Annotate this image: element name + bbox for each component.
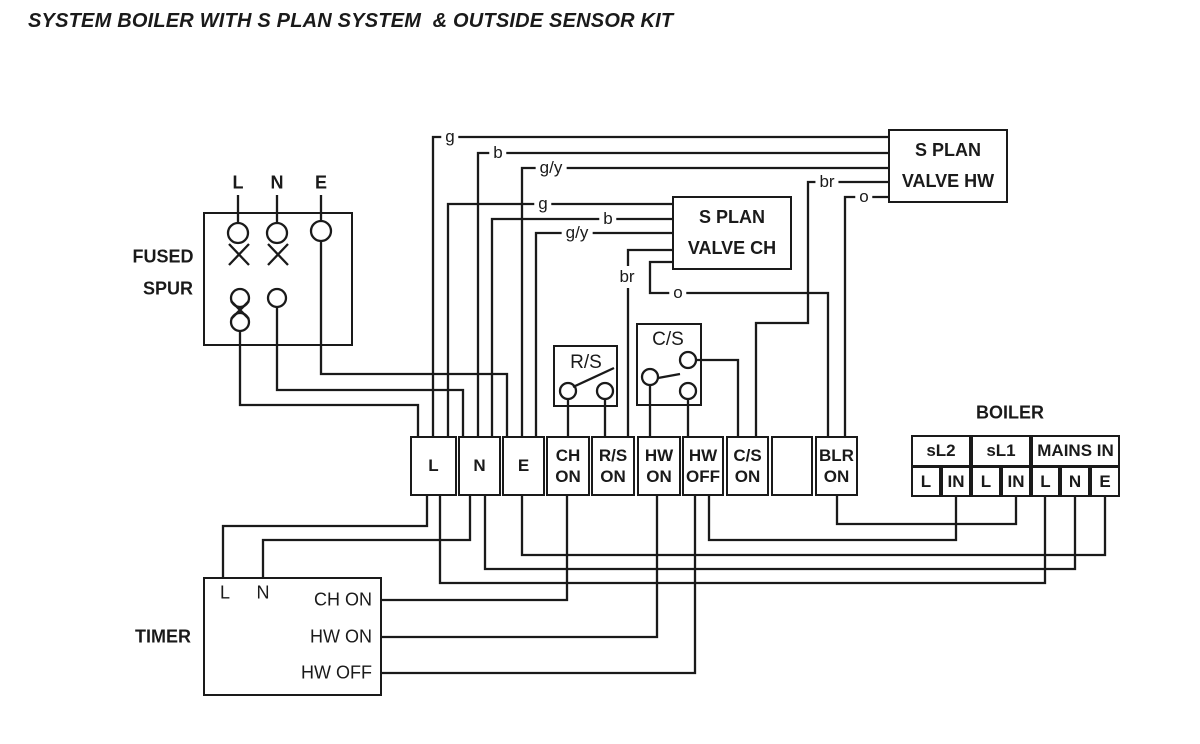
strip-cell-e: E <box>502 436 545 496</box>
wire-l-to-boiler <box>438 496 1047 585</box>
boiler-cell-mains-in: MAINS IN <box>1031 435 1120 467</box>
valve-ch-box: S PLAN VALVE CH <box>672 196 792 270</box>
wire-label-ch-b: b <box>599 208 617 230</box>
wire-label-hw-o: o <box>855 186 873 208</box>
wire-hw-on-to-timer <box>382 496 659 639</box>
wire-n-to-boiler <box>483 496 1077 571</box>
wire-label-hw-gy: g/y <box>535 157 567 179</box>
boiler-cell-sl2-in: IN <box>941 466 971 497</box>
wire-label-hw-g: g <box>441 126 459 148</box>
fused-spur-box <box>203 212 353 346</box>
page-title: SYSTEM BOILER WITH S PLAN SYSTEM & OUTSI… <box>28 10 674 32</box>
valve-ch-line1: S PLAN <box>698 207 765 228</box>
boiler-cell-sl2-l: L <box>911 466 941 497</box>
wire-label-hw-br: br <box>815 171 839 193</box>
wire-hw-orange <box>843 195 888 437</box>
timer-output-hw-on: HW ON <box>310 626 372 647</box>
wire-ch-on-to-timer <box>382 496 569 602</box>
timer-label: TIMER <box>135 626 191 647</box>
boiler-cell-mains-e: E <box>1090 466 1120 497</box>
timer-terminal-n: N <box>256 582 270 603</box>
spur-terminal-l: L <box>232 172 244 193</box>
timer-output-hw-off: HW OFF <box>301 662 372 683</box>
wire-label-ch-br: br <box>615 266 639 288</box>
wire-cs-on-to-strip <box>696 358 740 437</box>
boiler-cell-mains-l: L <box>1031 466 1060 497</box>
fused-spur-label-1: FUSED <box>132 246 194 267</box>
boiler-cell-mains-n: N <box>1060 466 1090 497</box>
wire-label-hw-b: b <box>489 142 507 164</box>
fused-spur-label-2: SPUR <box>142 278 194 299</box>
cylinder-stat-label: C/S <box>652 329 684 350</box>
wire-spur-l-to-strip <box>238 331 420 437</box>
boiler-cell-sl2: sL2 <box>911 435 971 467</box>
wire-n-to-timer <box>261 496 472 577</box>
wire-l-to-timer <box>221 496 429 577</box>
wire-blr-on-to-sl1 <box>835 496 1018 526</box>
wire-label-ch-o: o <box>669 282 687 304</box>
spur-terminal-n: N <box>270 172 284 193</box>
valve-ch-line2: VALVE CH <box>687 237 777 258</box>
spur-terminal-e: E <box>314 172 328 193</box>
valve-hw-line2: VALVE HW <box>901 170 995 191</box>
wire-label-ch-gy: g/y <box>561 222 593 244</box>
timer-terminal-l: L <box>219 582 231 603</box>
boiler-title: BOILER <box>975 402 1045 423</box>
timer-output-ch-on: CH ON <box>314 589 372 610</box>
timer-box <box>203 577 382 696</box>
wire-hw-off-to-timer <box>382 496 697 675</box>
boiler-cell-sl1: sL1 <box>971 435 1031 467</box>
valve-hw-line1: S PLAN <box>914 140 981 161</box>
wire-e-to-boiler <box>520 496 1107 557</box>
valve-hw-box: S PLAN VALVE HW <box>888 129 1008 203</box>
boiler-cell-sl1-l: L <box>971 466 1001 497</box>
boiler-cell-sl1-in: IN <box>1001 466 1031 497</box>
strip-cell-l: L <box>410 436 457 496</box>
room-stat-label: R/S <box>570 352 602 373</box>
wire-label-ch-g: g <box>534 193 552 215</box>
strip-cell-blank <box>771 436 813 496</box>
strip-cell-n: N <box>458 436 501 496</box>
wire-hw-off-to-sl2 <box>707 496 958 542</box>
